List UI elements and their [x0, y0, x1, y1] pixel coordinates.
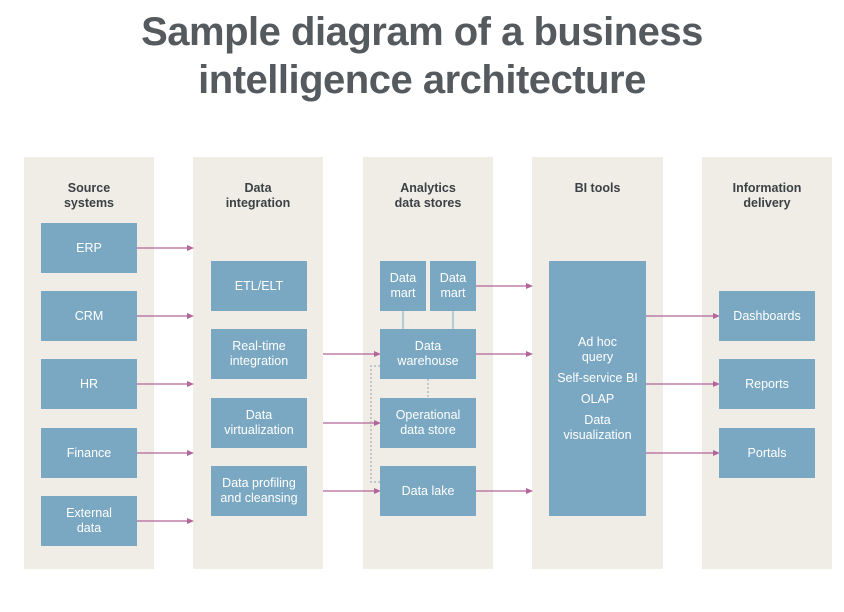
box-erp: ERP	[41, 223, 137, 273]
box-hr: HR	[41, 359, 137, 409]
box-etl-elt: ETL/ELT	[211, 261, 307, 311]
box-data-mart-2: Data mart	[430, 261, 476, 311]
bi-self-service: Self-service BI	[557, 370, 638, 385]
bi-ad-hoc-query: Ad hoc query	[578, 334, 617, 364]
column-header-source-systems: Source systems	[63, 181, 115, 210]
box-data-profiling-cleansing: Data profiling and cleansing	[211, 466, 307, 516]
box-real-time-integration: Real-time integration	[211, 329, 307, 379]
box-operational-data-store: Operational data store	[380, 398, 476, 448]
box-reports: Reports	[719, 359, 815, 409]
page-title: Sample diagram of a business intelligenc…	[0, 8, 844, 104]
box-bi-tools: Ad hoc query Self-service BI OLAP Data v…	[549, 261, 646, 516]
title-line-2: intelligence architecture	[198, 58, 646, 102]
box-portals: Portals	[719, 428, 815, 478]
box-dashboards: Dashboards	[719, 291, 815, 341]
bi-data-visualization: Data visualization	[563, 412, 632, 442]
column-header-data-integration: Data integration	[225, 181, 291, 210]
box-crm: CRM	[41, 291, 137, 341]
box-data-warehouse: Data warehouse	[380, 329, 476, 379]
box-data-virtualization: Data virtualization	[211, 398, 307, 448]
box-data-lake: Data lake	[380, 466, 476, 516]
bi-olap: OLAP	[580, 391, 615, 406]
column-header-information-delivery: Information delivery	[732, 181, 802, 210]
box-finance: Finance	[41, 428, 137, 478]
column-header-analytics-data-stores: Analytics data stores	[394, 181, 462, 210]
column-header-bi-tools: BI tools	[574, 181, 621, 195]
title-line-1: Sample diagram of a business	[141, 10, 703, 54]
box-external-data: External data	[41, 496, 137, 546]
box-data-mart-1: Data mart	[380, 261, 426, 311]
